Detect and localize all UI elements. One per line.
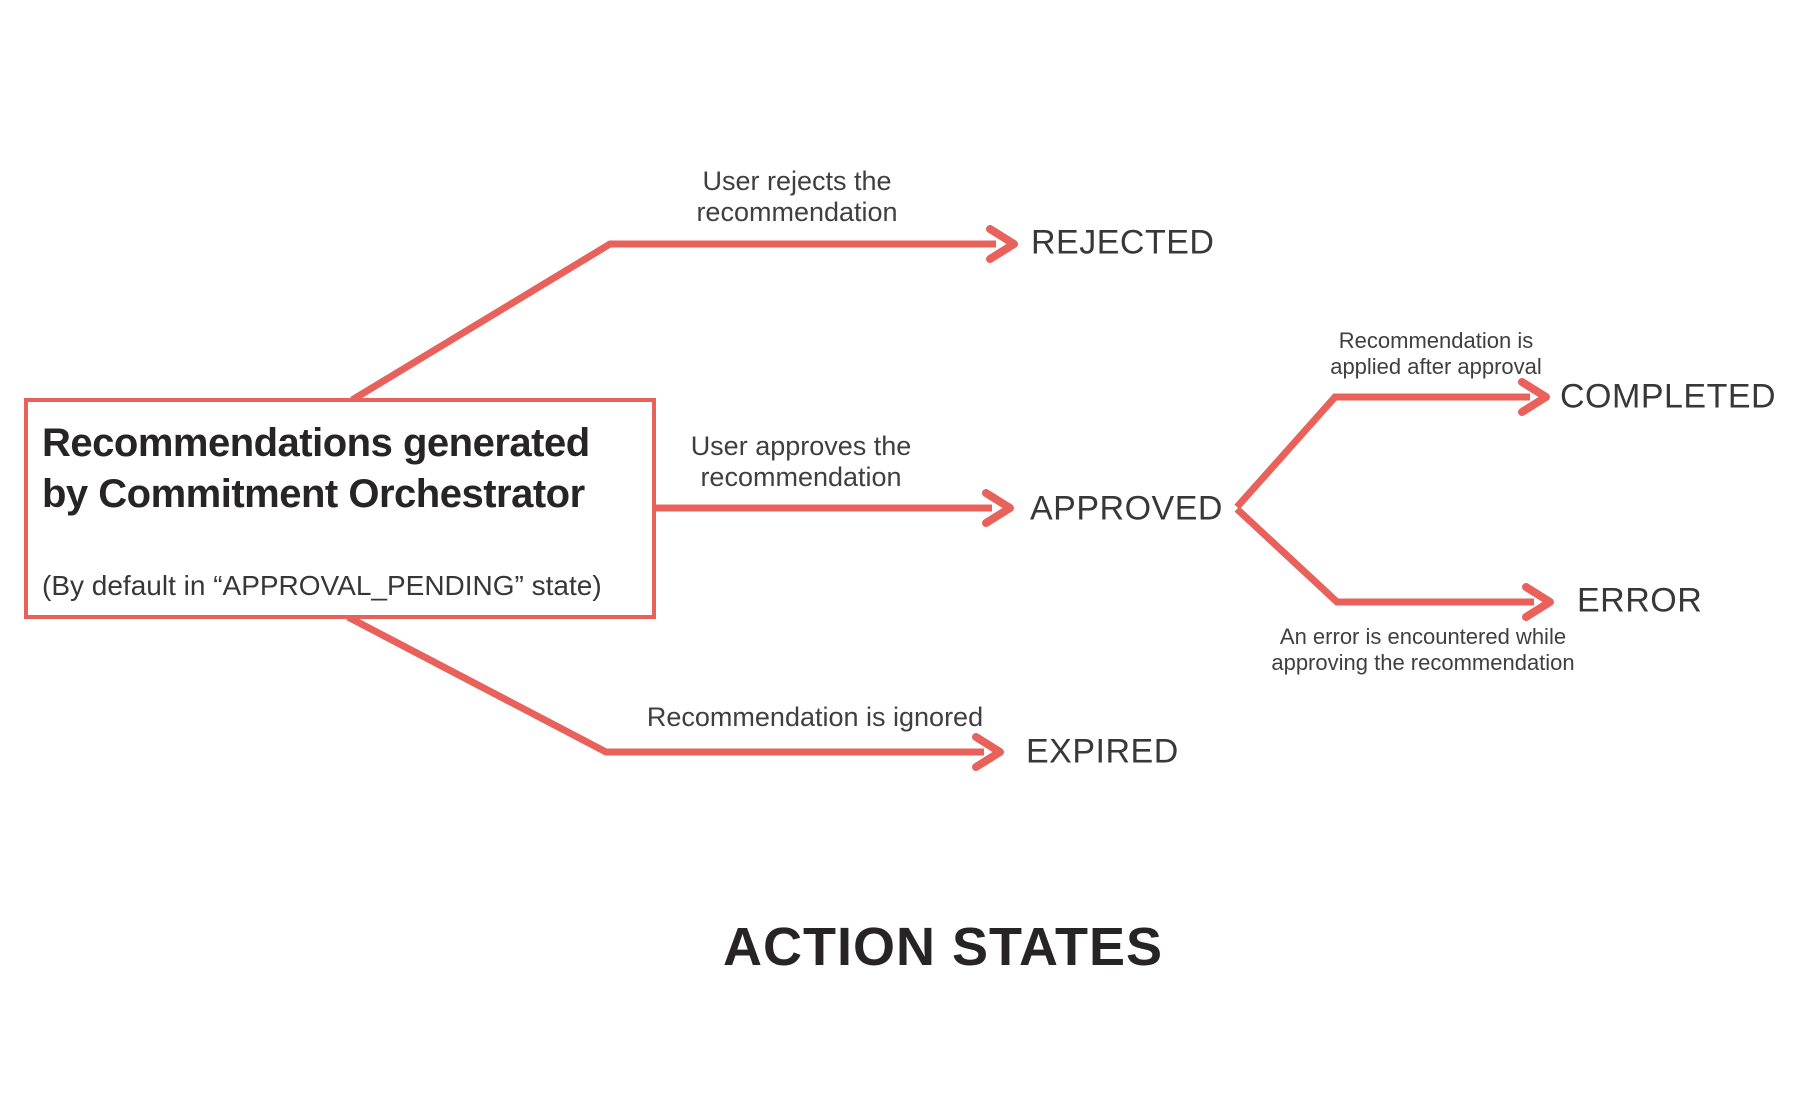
arrow-completed-arrowhead <box>1518 378 1550 416</box>
transition-label-error: An error is encountered while approving … <box>1271 624 1575 675</box>
source-state-box: Recommendations generated by Commitment … <box>24 398 656 619</box>
source-box-title: Recommendations generated by Commitment … <box>42 418 640 520</box>
arrow-expired-line <box>346 613 984 756</box>
state-label-approved: APPROVED <box>1030 489 1223 528</box>
arrow-error-line <box>1234 506 1534 606</box>
transition-label-approve: User approves the recommendation <box>690 431 912 492</box>
arrow-error-arrowhead <box>1522 583 1554 621</box>
arrow-completed-line <box>1234 393 1530 510</box>
arrow-rejected-line <box>350 240 996 403</box>
source-box-title-line1: Recommendations generated <box>42 421 590 465</box>
arrow-approved-arrowhead <box>982 489 1014 527</box>
state-label-completed: COMPLETED <box>1560 377 1777 416</box>
diagram-title: ACTION STATES <box>723 917 1163 977</box>
source-box-subtitle: (By default in “APPROVAL_PENDING” state) <box>42 570 602 601</box>
arrow-rejected-arrowhead <box>986 225 1018 263</box>
state-label-expired: EXPIRED <box>1026 732 1179 771</box>
source-box-title-line2: by Commitment Orchestrator <box>42 472 585 516</box>
arrow-expired-arrowhead <box>972 733 1004 771</box>
transition-label-complete: Recommendation is applied after approval <box>1330 328 1542 379</box>
transition-label-reject: User rejects the recommendation <box>696 166 898 227</box>
state-label-rejected: REJECTED <box>1031 223 1215 262</box>
transition-label-ignore: Recommendation is ignored <box>646 702 984 732</box>
state-label-error: ERROR <box>1577 581 1703 620</box>
